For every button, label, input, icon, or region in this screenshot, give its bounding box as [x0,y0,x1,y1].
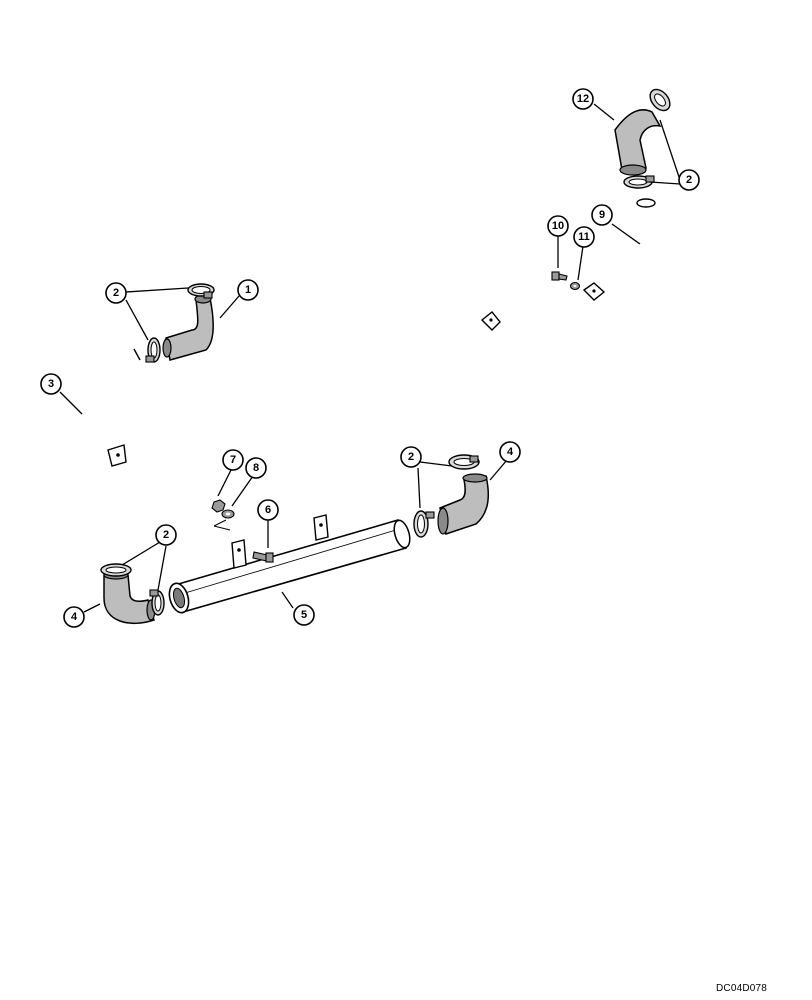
tube-3 [85,347,141,575]
callout-4-right: 4 [499,441,521,463]
callout-7-label: 7 [230,454,236,466]
clamp-lower-left-top [100,563,132,577]
callout-3-label: 3 [48,378,54,390]
callout-12: 12 [572,88,594,110]
callout-12-label: 12 [577,93,589,105]
callout-9-label: 9 [599,209,605,221]
callout-11: 11 [573,226,595,248]
callout-8: 8 [245,457,267,479]
drawing-code: DC04D078 [716,983,768,994]
callout-5-label: 5 [301,609,307,621]
callout-8-label: 8 [253,462,259,474]
washer-8 [221,509,235,519]
elbow-hose-12 [614,109,662,176]
bolt-10 [551,271,568,281]
clamp-top-right-lower [623,175,655,189]
clamp-upper-top [187,283,215,299]
elbow-hose-4-left [103,570,156,624]
tube-9 [439,198,657,457]
callout-4-left-label: 4 [71,611,78,623]
callout-5: 5 [293,604,315,626]
callout-6: 6 [257,499,279,521]
callout-2-left-lower-label: 2 [163,529,169,541]
callout-10: 10 [547,215,569,237]
callout-2-center: 2 [400,446,422,468]
callout-3: 3 [40,373,62,395]
elbow-hose-4-right [437,473,490,535]
callout-2-left-upper-label: 2 [113,287,119,299]
nut-7 [211,499,226,513]
callout-10-label: 10 [552,220,564,232]
elbow-hose-1 [162,294,214,361]
callout-4-right-label: 4 [507,446,514,458]
callout-1-label: 1 [245,284,251,296]
callout-2-left-upper: 2 [105,282,127,304]
clamp-upper-side [145,337,161,363]
guide-line-7-8 [213,519,231,531]
callout-4-left: 4 [63,606,85,628]
leader-lines [59,103,681,613]
callout-2-left-lower: 2 [155,524,177,546]
callout-1: 1 [237,279,259,301]
clamp-top-right-upper [649,88,671,112]
callout-7: 7 [222,449,244,471]
clamp-lower-left-side [149,589,165,616]
callout-2-right-label: 2 [686,174,692,186]
clamp-right-top [448,454,480,470]
clamp-right-side [413,510,435,538]
callout-6-label: 6 [265,504,271,516]
callout-11-label: 11 [578,231,590,243]
washer-11 [569,281,581,291]
bolt-6 [252,551,274,563]
callout-9: 9 [591,204,613,226]
crossover-tube-5 [168,514,411,614]
callout-2-right: 2 [678,169,700,191]
callout-2-center-label: 2 [408,451,414,463]
